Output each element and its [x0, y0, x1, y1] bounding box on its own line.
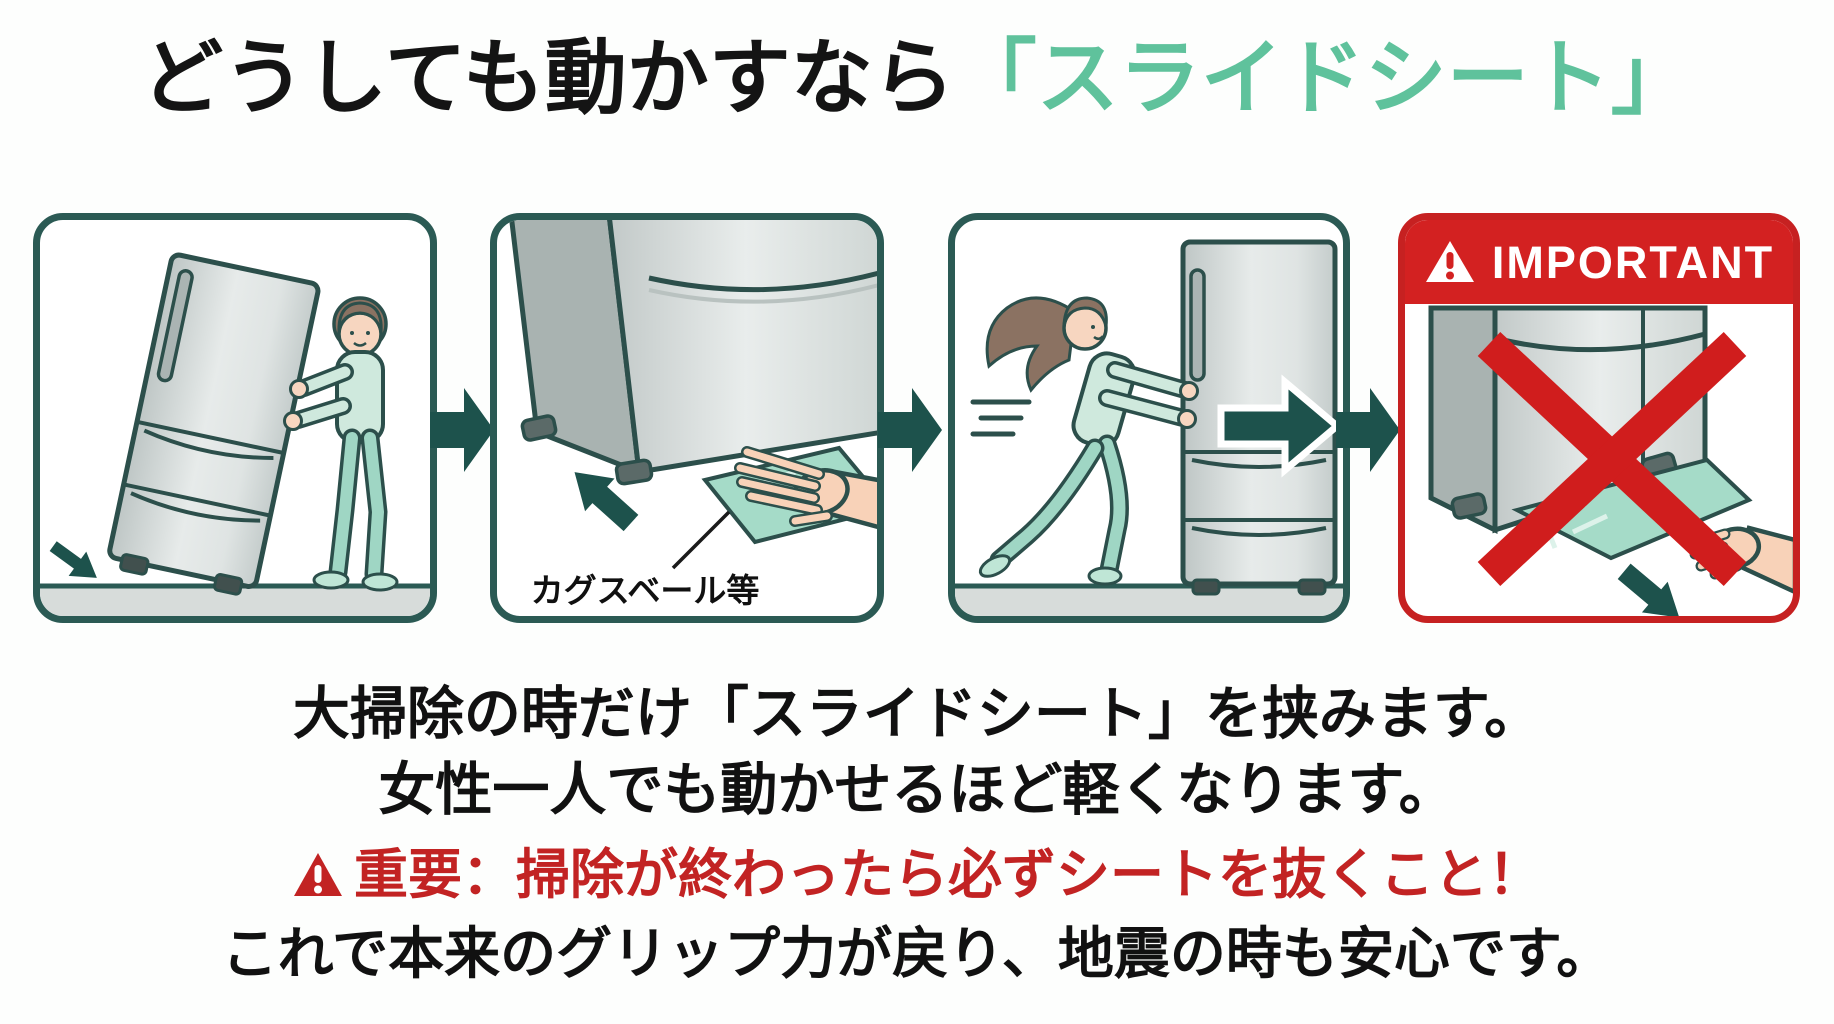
description-line-2: 女性一人でも動かせるほど軽くなります。	[378, 758, 1456, 823]
woman-pushing	[978, 296, 1199, 586]
red-x-icon	[1477, 331, 1747, 587]
step2-illustration	[509, 220, 877, 570]
step2-panel-insert-sheet: カグスベール等	[490, 213, 884, 623]
important-banner-text: IMPORTANT	[1491, 236, 1775, 288]
step3-panel-push-fridge	[948, 213, 1350, 623]
push-direction-arrow-icon	[1217, 374, 1343, 478]
label-pointer-line	[671, 510, 731, 570]
warning-triangle-icon	[1425, 241, 1474, 282]
floor	[955, 583, 1343, 616]
warning-triangle-icon	[294, 853, 342, 896]
warning-headline: 重要：掃除が終わったら必ずシートを抜くこと！	[0, 845, 1834, 905]
insert-direction-arrow-icon	[574, 472, 639, 532]
step1-panel-tilt-fridge	[33, 213, 437, 623]
pull-out-arrow-icon	[1617, 563, 1680, 616]
speed-lines	[970, 399, 1032, 437]
fridge-bottom-closeup	[509, 220, 877, 486]
important-banner: IMPORTANT	[1405, 220, 1793, 304]
inserting-hand	[734, 446, 877, 530]
tilt-direction-arrow-icon	[49, 541, 97, 578]
warning-headline-text: 重要：掃除が終わったら必ずシートを抜くこと！	[354, 845, 1542, 905]
description-line-1: 大掃除の時だけ「スライドシート」を挟みます。	[292, 682, 1542, 746]
woman-tilting	[283, 296, 399, 592]
tilted-fridge	[107, 252, 321, 596]
title-highlight: 「スライドシート」	[954, 33, 1693, 124]
step4-panel-important-warning: IMPORTANT	[1398, 213, 1800, 623]
title-prefix: どうしても動かすなら	[141, 33, 955, 124]
fridge-handle	[156, 269, 194, 383]
fridge-handle	[1189, 268, 1206, 382]
sheet-product-label: カグスベール等	[530, 572, 760, 609]
description-text: 大掃除の時だけ「スライドシート」を挟みます。 女性一人でも動かせるほど軽くなりま…	[0, 676, 1834, 829]
step1-illustration	[40, 252, 430, 616]
flow-arrow-icon	[878, 388, 942, 472]
step4-illustration	[1428, 305, 1793, 616]
flow-arrow-icon	[430, 388, 494, 472]
flow-arrow-icon	[1336, 388, 1400, 472]
warning-note: これで本来のグリップ力が戻り、地震の時も安心です。	[221, 922, 1613, 985]
step3-illustration	[955, 239, 1343, 616]
page-title: どうしても動かすなら「スライドシート」	[0, 30, 1834, 128]
